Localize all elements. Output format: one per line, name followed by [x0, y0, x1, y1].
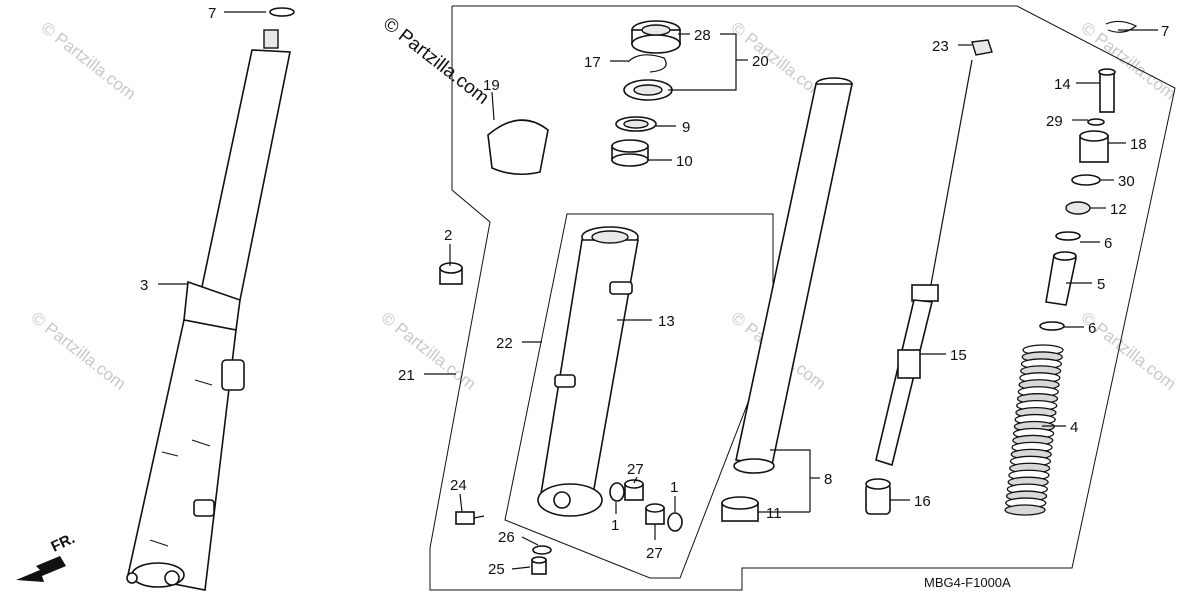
callout-27-lower: 27	[646, 545, 663, 562]
callout-6-lower: 6	[1088, 320, 1096, 337]
callout-5: 5	[1097, 276, 1105, 293]
collar-27-lower	[645, 503, 665, 525]
callout-4: 4	[1070, 419, 1078, 436]
back-up-ring-9	[615, 116, 657, 132]
watermark-5: © Partzilla.com	[378, 308, 480, 394]
circlip-17	[627, 54, 667, 73]
oil-lock-piece-16	[865, 478, 891, 515]
callout-7-left: 7	[208, 5, 216, 22]
callout-15: 15	[950, 347, 967, 364]
fork-cover-19	[487, 119, 549, 176]
callout-14: 14	[1054, 76, 1071, 93]
callout-labels: 7 7 3 2 21 22 13 19 28 17 20 9 10 23 14 …	[140, 5, 1169, 590]
fork-pipe-8	[733, 77, 853, 474]
outer-tube-22	[537, 226, 639, 517]
callout-11: 11	[766, 505, 782, 522]
bushing-10	[611, 139, 649, 167]
nut-23	[971, 39, 993, 56]
watermark-4: © Partzilla.com	[28, 308, 130, 394]
callout-1-right: 1	[670, 479, 678, 496]
callout-7-right: 7	[1161, 23, 1169, 40]
callout-1-left: 1	[611, 517, 619, 534]
fork-spring-4	[1004, 344, 1064, 516]
callout-30: 30	[1118, 173, 1135, 190]
callout-13: 13	[658, 313, 675, 330]
watermark-1: © Partzilla.com	[38, 18, 140, 104]
adjuster-14	[1098, 68, 1116, 113]
callout-9: 9	[682, 119, 690, 136]
callout-26: 26	[498, 529, 515, 546]
dust-seal-28	[631, 20, 681, 54]
assembled-fork	[126, 7, 295, 591]
fork-bolt-18	[1079, 130, 1109, 163]
callout-29: 29	[1046, 113, 1063, 130]
damper-rod-15	[875, 59, 973, 467]
callout-19: 19	[483, 77, 500, 94]
washer-26	[532, 545, 552, 555]
callout-28: 28	[694, 27, 711, 44]
direction-label: FR.	[49, 530, 78, 556]
o-ring-1-right	[667, 512, 683, 532]
callout-24: 24	[450, 477, 467, 494]
callout-21: 21	[398, 367, 415, 384]
diagram-code: MBG4-F1000A	[924, 575, 1011, 590]
callout-27-upper: 27	[627, 461, 644, 478]
callout-17: 17	[584, 54, 601, 71]
fork-collar-5	[1045, 251, 1077, 306]
spring-coil	[1004, 504, 1046, 516]
callout-23: 23	[932, 38, 949, 55]
copyright-text: © Partzilla.com	[379, 13, 493, 108]
spring-collar-12	[1065, 201, 1091, 215]
callout-25: 25	[488, 561, 505, 578]
bolt-24	[455, 511, 485, 525]
callout-6-upper: 6	[1104, 235, 1112, 252]
o-ring-30	[1071, 174, 1101, 186]
callout-22: 22	[496, 335, 513, 352]
outer-tube-outline	[504, 213, 774, 579]
seat-6-upper	[1055, 231, 1081, 241]
callout-8: 8	[824, 471, 832, 488]
o-ring-29	[1087, 118, 1105, 126]
collar-27-upper	[624, 479, 644, 501]
oil-seal-20	[623, 79, 673, 101]
front-direction-arrow: FR.	[16, 530, 78, 582]
callout-2: 2	[444, 227, 452, 244]
slider-bushing-11	[721, 496, 759, 522]
callout-20: 20	[752, 53, 769, 70]
callout-16: 16	[914, 493, 931, 510]
callout-18: 18	[1130, 136, 1147, 153]
seat-6-lower	[1039, 321, 1065, 331]
leader-lines	[158, 11, 1158, 570]
kit-outline	[429, 5, 1176, 591]
bolt-25	[531, 556, 547, 575]
callout-3: 3	[140, 277, 148, 294]
callout-10: 10	[676, 153, 693, 170]
o-ring-1-left	[609, 482, 625, 502]
bushing-2	[439, 262, 463, 285]
circlip-7-right	[1105, 20, 1138, 33]
callout-12: 12	[1110, 201, 1127, 218]
